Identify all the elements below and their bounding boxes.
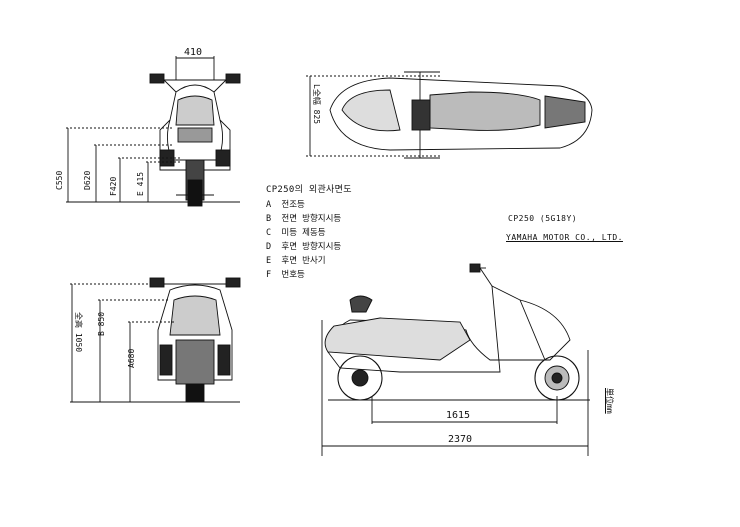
dim-front-c: C550 <box>55 171 64 190</box>
model-label: CP250 (5G18Y) <box>508 214 578 223</box>
dim-front-d: D620 <box>83 171 92 190</box>
legend-title: CP250의 외관사면도 <box>266 185 352 195</box>
dim-rear-a: A680 <box>127 349 136 368</box>
legend-key: F <box>266 270 272 280</box>
legend-label: 후면 방향지시등 <box>281 242 342 252</box>
front-view: 410 C550 D620 F420 E 415 <box>55 47 241 207</box>
manufacturer-label: YAMAHA MOTOR CO., LTD. <box>506 233 623 242</box>
legend-label: 전조등 <box>281 200 305 210</box>
legend-key: D <box>266 242 272 252</box>
dim-front-e: E 415 <box>136 172 145 196</box>
dim-front-f: F420 <box>109 177 118 196</box>
dim-rear-total-height: 全高 1050 <box>74 312 84 352</box>
legend-item-b: B 전면 방향지시등 <box>266 212 341 224</box>
dim-total-length: 2370 <box>448 434 472 445</box>
legend-item-d: D 후면 방향지시등 <box>266 240 341 252</box>
top-view: L全幅 825 <box>306 71 593 159</box>
rear-view: 全高 1050 B 850 A680 <box>70 277 241 403</box>
legend-key: A <box>266 200 272 210</box>
legend-key: E <box>266 256 272 266</box>
dim-rear-b: B 850 <box>97 312 106 336</box>
legend-item-a: A 전조등 <box>266 198 305 210</box>
unit-label: 単位mm <box>605 388 614 414</box>
legend-label: 번호등 <box>281 270 305 280</box>
dim-top-width: L全幅 825 <box>312 84 322 124</box>
legend-label: 후면 반사기 <box>281 256 326 266</box>
legend-key: C <box>266 228 272 238</box>
dim-wheelbase: 1615 <box>446 410 470 421</box>
legend-item-e: E 후면 반사기 <box>266 254 326 266</box>
legend-key: B <box>266 214 272 224</box>
legend-item-c: C 미등 제동등 <box>266 226 326 238</box>
dim-front-width: 410 <box>184 47 202 58</box>
side-view: 1615 2370 <box>321 263 590 456</box>
legend-item-f: F 번호등 <box>266 268 305 280</box>
legend-label: 전면 방향지시등 <box>281 214 342 224</box>
legend-label: 미등 제동등 <box>281 228 326 238</box>
